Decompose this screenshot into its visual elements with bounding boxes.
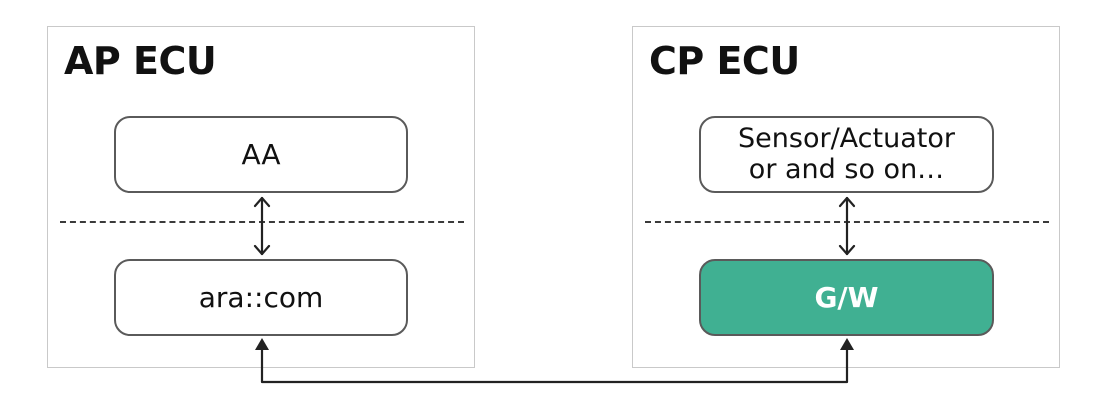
cp-ecu-title: CP ECU: [649, 39, 800, 83]
gw-arrowhead: [840, 338, 854, 350]
aa-node: AA: [114, 116, 408, 193]
ara-com-node-label: ara::com: [198, 281, 324, 314]
gateway-node: G/W: [699, 259, 994, 336]
ara-com-node: ara::com: [114, 259, 408, 336]
aracom-arrowhead: [255, 338, 269, 350]
sensor-actuator-line1: Sensor/Actuator: [738, 123, 955, 155]
sensor-actuator-line2: or and so on…: [748, 153, 945, 185]
gateway-node-label: G/W: [814, 281, 879, 314]
aracom-gw-connection: [260, 344, 849, 384]
aa-node-label: AA: [241, 138, 281, 171]
sensor-actuator-node: Sensor/Actuator or and so on…: [699, 116, 994, 193]
sensor-gw-bidirectional-arrow: [838, 196, 856, 256]
ap-ecu-title: AP ECU: [64, 39, 217, 83]
aa-aracom-bidirectional-arrow: [253, 196, 271, 256]
